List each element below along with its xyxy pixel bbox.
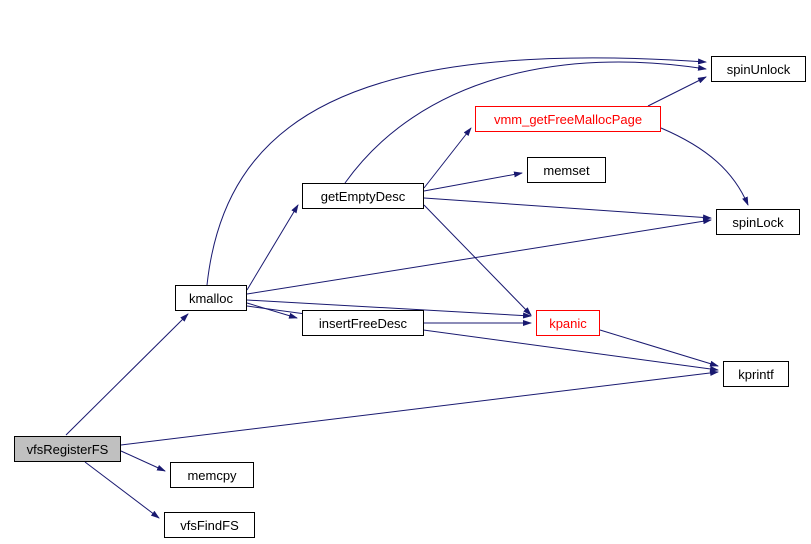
edge-kpanic-kprintf <box>599 329 719 367</box>
edge-getEmptyDesc-spinUnlock <box>344 61 707 184</box>
edge-vfsRegisterFS-memcpy <box>120 450 166 472</box>
edge-kmalloc-spinLock <box>246 218 712 295</box>
node-insertFreeDesc[interactable]: insertFreeDesc <box>302 310 424 336</box>
edge-getEmptyDesc-kpanic <box>423 204 532 316</box>
node-getEmptyDesc[interactable]: getEmptyDesc <box>302 183 424 209</box>
node-memset[interactable]: memset <box>527 157 606 183</box>
node-vmm_getFreeMallocPage[interactable]: vmm_getFreeMallocPage <box>475 106 661 132</box>
node-spinLock[interactable]: spinLock <box>716 209 800 235</box>
edge-vmm_getFreeMallocPage-spinLock <box>660 127 749 206</box>
node-kpanic[interactable]: kpanic <box>536 310 600 336</box>
node-kmalloc[interactable]: kmalloc <box>175 285 247 311</box>
edge-getEmptyDesc-memset <box>423 171 523 192</box>
edge-vfsRegisterFS-kprintf <box>120 369 719 446</box>
edge-vfsRegisterFS-kmalloc <box>65 313 189 436</box>
node-kprintf[interactable]: kprintf <box>723 361 789 387</box>
edge-vfsRegisterFS-vfsFindFS <box>84 461 160 519</box>
node-vfsFindFS[interactable]: vfsFindFS <box>164 512 255 538</box>
edge-vmm_getFreeMallocPage-spinUnlock <box>647 76 707 107</box>
edge-kmalloc-kpanic <box>246 299 532 319</box>
node-spinUnlock[interactable]: spinUnlock <box>711 56 806 82</box>
edge-kmalloc-insertFreeDesc <box>246 302 298 319</box>
edge-getEmptyDesc-spinLock <box>423 197 712 221</box>
edge-getEmptyDesc-vmm_getFreeMallocPage <box>423 127 472 189</box>
node-vfsRegisterFS[interactable]: vfsRegisterFS <box>14 436 121 462</box>
node-memcpy[interactable]: memcpy <box>170 462 254 488</box>
edge-kmalloc-spinUnlock <box>206 57 707 286</box>
edge-kmalloc-getEmptyDesc <box>246 204 299 291</box>
